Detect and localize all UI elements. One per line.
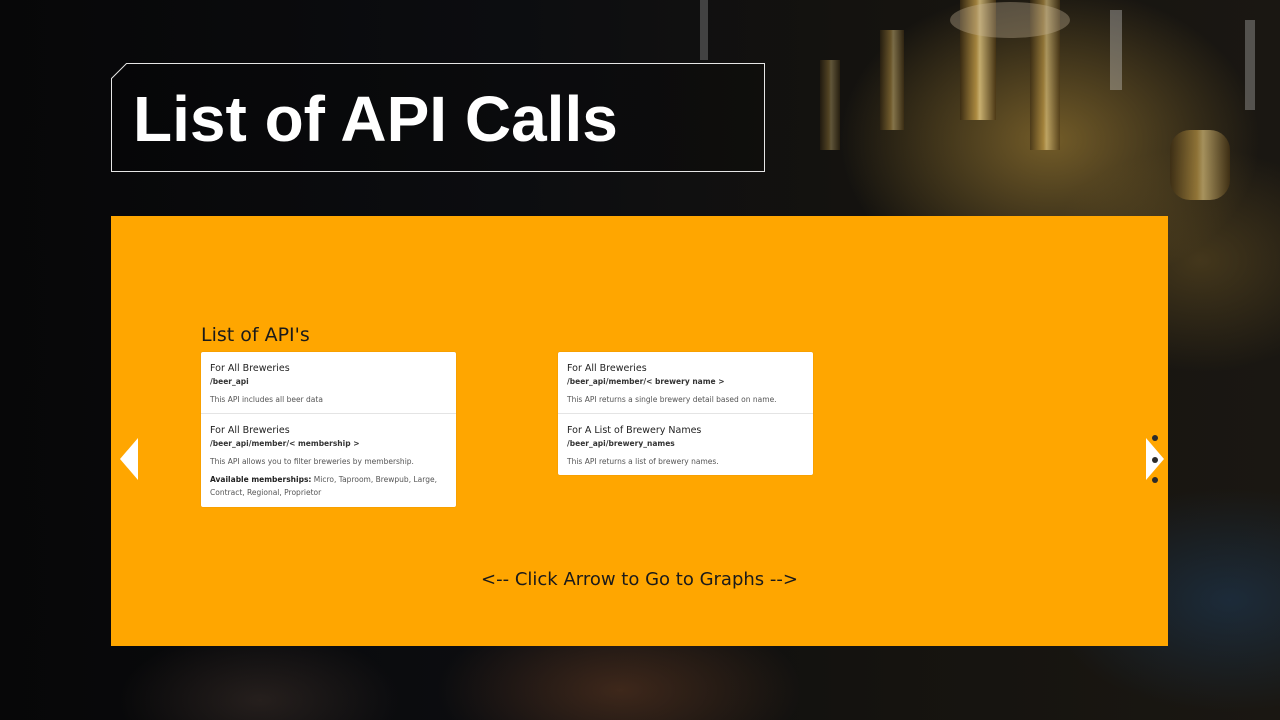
api-card-left: For All Breweries /beer_api This API inc… xyxy=(201,352,456,507)
api-panel: List of API's For All Breweries /beer_ap… xyxy=(111,216,1168,646)
api-item-title: For All Breweries xyxy=(210,425,290,436)
carousel-dot[interactable] xyxy=(1152,457,1158,463)
api-card-right: For All Breweries /beer_api/member/< bre… xyxy=(558,352,813,475)
go-to-graphs-hint: <-- Click Arrow to Go to Graphs --> xyxy=(481,569,798,590)
carousel-dot[interactable] xyxy=(1152,477,1158,483)
memberships-value: Micro, Taproom, Brewpub, Large, Contract… xyxy=(210,475,437,497)
api-list-item[interactable]: For A List of Brewery Names /beer_api/br… xyxy=(558,414,813,475)
api-item-path: /beer_api/brewery_names xyxy=(567,439,675,448)
section-title: List of API's xyxy=(201,324,310,346)
api-list-item[interactable]: For All Breweries /beer_api/member/< mem… xyxy=(201,414,456,507)
page-title: List of API Calls xyxy=(133,83,618,155)
api-item-description: This API allows you to filter breweries … xyxy=(210,457,414,466)
api-list-item[interactable]: For All Breweries /beer_api This API inc… xyxy=(201,352,456,414)
api-item-description: This API includes all beer data xyxy=(210,395,323,404)
api-list-item[interactable]: For All Breweries /beer_api/member/< bre… xyxy=(558,352,813,414)
api-item-description: This API returns a single brewery detail… xyxy=(567,395,777,404)
api-item-title: For All Breweries xyxy=(210,363,290,374)
carousel-dot[interactable] xyxy=(1152,435,1158,441)
carousel-indicators xyxy=(1151,433,1161,487)
title-frame xyxy=(111,63,765,172)
api-item-title: For All Breweries xyxy=(567,363,647,374)
api-item-path: /beer_api xyxy=(210,377,249,386)
api-item-path: /beer_api/member/< brewery name > xyxy=(567,377,725,386)
memberships-label: Available memberships: xyxy=(210,475,312,484)
api-item-memberships: Available memberships: Micro, Taproom, B… xyxy=(210,473,447,499)
api-item-title: For A List of Brewery Names xyxy=(567,425,702,436)
chevron-left-icon[interactable] xyxy=(118,436,142,482)
api-item-path: /beer_api/member/< membership > xyxy=(210,439,360,448)
api-item-description: This API returns a list of brewery names… xyxy=(567,457,719,466)
